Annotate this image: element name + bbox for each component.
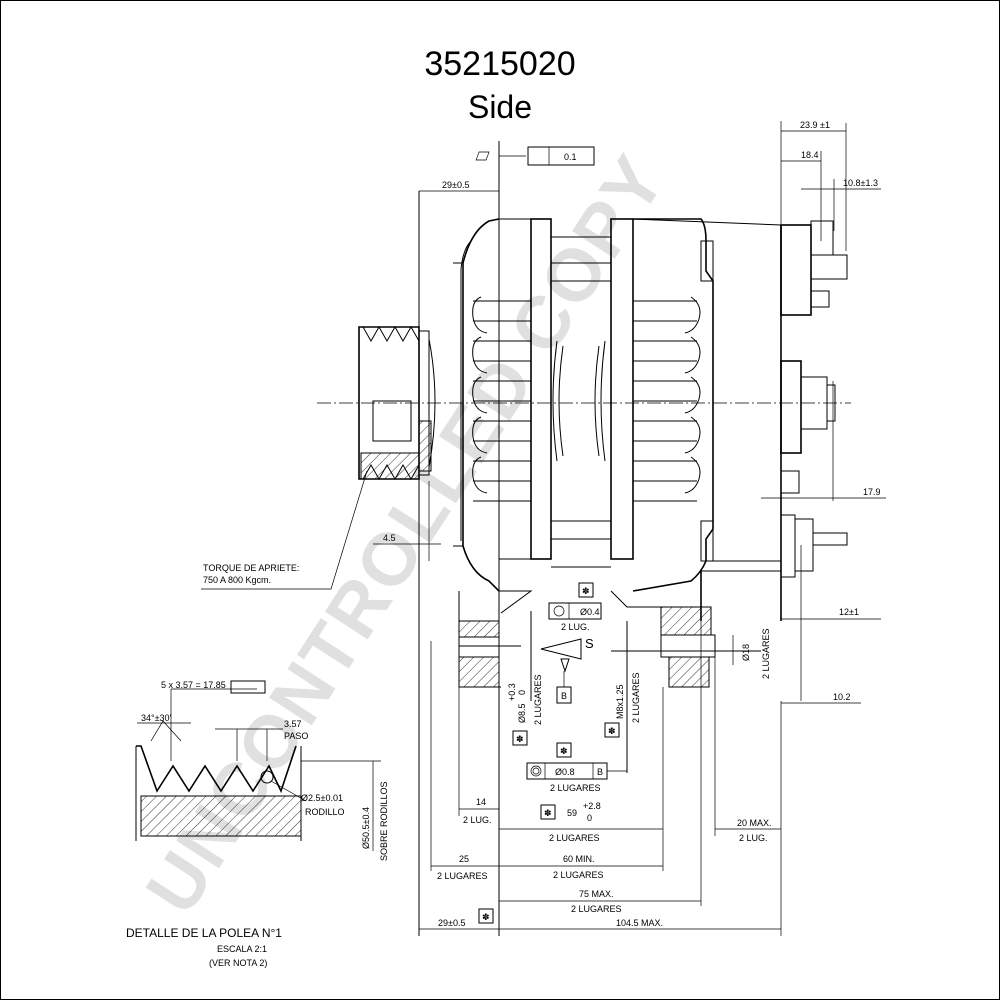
lugares-vertical: 2 LUGARES [761,628,771,679]
dim-60min: 60 MIN. [563,854,595,864]
torque-value: 750 A 800 Kgcm. [203,575,271,585]
flatness-value: 0.1 [564,152,577,162]
pulley-roller-label: RODILLO [305,807,345,817]
cooling-fins-rear [633,296,701,502]
rear-connector [780,220,848,578]
pulley-detail-scale: ESCALA 2:1 [217,944,267,954]
tol-hole-zero: 0 [517,690,527,695]
dim-104-5: 104.5 MAX. [616,918,663,928]
front-housing [462,218,500,592]
dim-top-right-2: 18.4 [801,150,819,160]
pulley-pitch-label: PASO [284,731,308,741]
star-3: ✽ [560,746,568,756]
star-5: ✽ [544,808,552,818]
dim-top-right-1: 23.9 ±1 [800,120,830,130]
lugares-08: 2 LUGARES [550,783,601,793]
hole-diameter: Ø8.5 [517,703,527,723]
pulley-angle: 34°±30' [141,713,172,723]
cooling-fins-front [472,296,531,502]
lugares-75: 2 LUGARES [571,904,622,914]
dim-bottom-left: 29±0.5 [438,918,465,928]
lug-label: 2 LUG. [561,622,590,632]
dim-diameter-18: Ø18 [741,644,751,661]
tol-59-zero: 0 [587,813,592,823]
symbol-s: S [585,636,594,651]
rear-flange [610,218,634,560]
dim-terminal-12: 12±1 [839,607,859,617]
thread-spec: M8x1.25 [615,684,625,719]
lug-14: 2 LUG. [463,815,492,825]
dim-25: 25 [459,854,469,864]
mounting-feet [458,590,761,773]
lugares-thread: 2 LUGARES [631,672,641,723]
star-6: ✽ [482,912,490,922]
lugares-60: 2 LUGARES [553,870,604,880]
alternator-body [317,141,851,936]
dimension-lines [201,121,886,936]
pulley [358,325,436,481]
dim-left-top: 29±0.5 [442,180,469,190]
lugares-59: 2 LUGARES [549,833,600,843]
star-4: ✽ [608,726,616,736]
pulley-pitch-value: 3.57 [284,719,302,729]
pulley-detail [135,680,381,851]
view-label: Side [467,89,533,125]
tol-hole-plus: +0.3 [507,683,517,701]
pulley-detail-note: (VER NOTA 2) [209,958,267,968]
star-2: ✽ [516,734,524,744]
tol-59-plus: +2.8 [583,801,601,811]
datum-b: B [561,691,567,701]
dim-20max: 20 MAX. [737,818,772,828]
dim-top-right-3: 10.8±1.3 [843,178,878,188]
lugares-hole: 2 LUGARES [533,674,543,725]
dim-75max: 75 MAX. [579,889,614,899]
front-flange [530,218,552,560]
dim-terminal-102: 10.2 [833,692,851,702]
star-1: ✽ [582,586,590,596]
dim-14: 14 [476,797,486,807]
lug-20: 2 LUG. [739,833,768,843]
pulley-diameter: Ø50.5±0.4 [361,807,371,849]
dimension-labels: 23.9 ±1 18.4 10.8±1.3 0.1 29±0.5 4.5 TOR… [126,120,881,968]
dim-terminal-179: 17.9 [863,487,881,497]
dim-gap: 4.5 [383,533,396,543]
pulley-roller: Ø2.5±0.01 [301,793,343,803]
pulley-detail-title: DETALLE DE LA POLEA N°1 [126,926,282,940]
pulley-over-rollers: SOBRE RODILLOS [379,781,389,861]
datum-b-08: B [597,767,603,777]
torque-label: TORQUE DE APRIETE: [203,563,299,573]
dim-59: 59 [567,808,577,818]
position-tolerance-04: Ø0.4 [580,607,600,617]
pulley-grooves: 5 x 3.57 = 17.85 [161,680,226,690]
position-tolerance-08: Ø0.8 [555,767,575,777]
lugares-25: 2 LUGARES [437,871,488,881]
part-number: 35215020 [424,45,576,83]
